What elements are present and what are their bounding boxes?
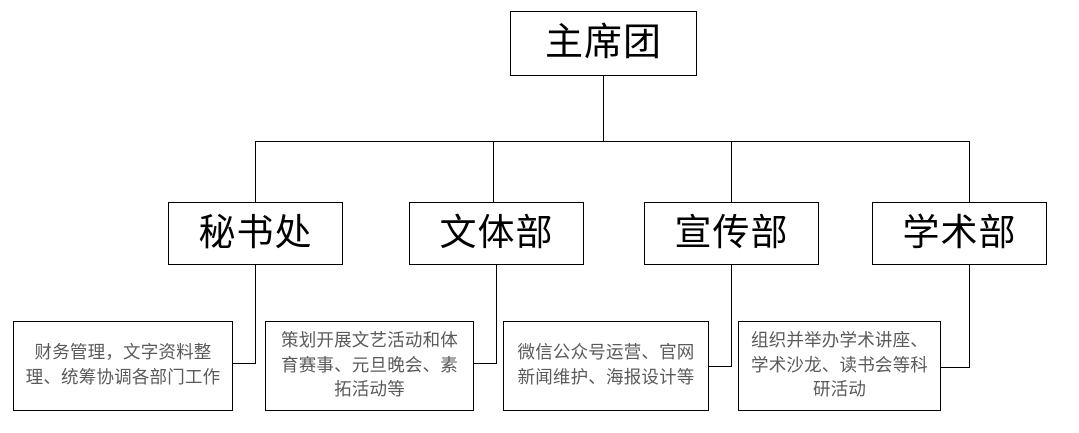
node-department-secretariat-label: 秘书处 [198,212,313,254]
connector-horizontal-bus [255,141,970,142]
description-academic-text: 组织并举办学术讲座、学术沙龙、读书会等科研活动 [751,329,928,400]
connector-academic-stub [940,367,970,368]
description-box-secretariat[interactable]: 财务管理，文字资料整理、统筹协调各部门工作 [13,321,233,411]
description-publicity-text: 微信公众号运营、官网新闻维护、海报设计等 [517,342,695,387]
node-department-culture-sports[interactable]: 文体部 [409,202,584,265]
description-box-culture-sports[interactable]: 策划开展文艺活动和体育赛事、元旦晚会、素拓活动等 [265,321,474,411]
description-box-academic[interactable]: 组织并举办学术讲座、学术沙龙、读书会等科研活动 [738,321,941,411]
connector-bus-to-secretariat [255,141,256,203]
connector-academic-drop [969,265,970,368]
node-department-academic-label: 学术部 [902,212,1017,254]
connector-bus-to-culture-sports [493,141,494,203]
connector-publicity-drop [731,265,732,367]
connector-publicity-stub [708,366,732,367]
connector-bus-to-academic [969,141,970,203]
description-box-publicity[interactable]: 微信公众号运营、官网新闻维护、海报设计等 [503,321,709,411]
description-secretariat-text: 财务管理，文字资料整理、统筹协调各部门工作 [25,342,221,387]
connector-root-stem [603,76,604,142]
description-culture-sports-text: 策划开展文艺活动和体育赛事、元旦晚会、素拓活动等 [281,329,458,400]
connector-secretariat-stub [232,363,256,364]
node-department-publicity-label: 宣传部 [674,212,789,254]
node-department-academic[interactable]: 学术部 [872,202,1047,265]
connector-culture-sports-stub [473,363,497,364]
node-department-secretariat[interactable]: 秘书处 [168,202,343,265]
connector-culture-sports-drop [496,265,497,364]
connector-secretariat-drop [255,265,256,364]
connector-bus-to-publicity [731,141,732,203]
node-presidium-label: 主席团 [544,21,662,64]
node-department-culture-sports-label: 文体部 [439,212,554,254]
node-department-publicity[interactable]: 宣传部 [644,202,819,265]
node-presidium[interactable]: 主席团 [510,11,697,76]
